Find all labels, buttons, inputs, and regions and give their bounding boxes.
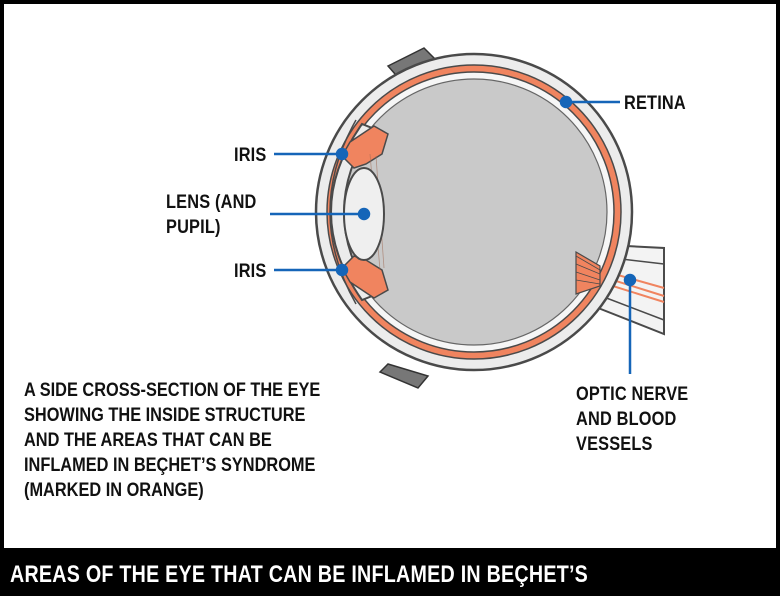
label-retina: RETINA [624,93,686,114]
footer-title: AREAS OF THE EYE THAT CAN BE INFLAMED IN… [10,561,589,588]
pointer-lines [270,95,637,374]
diagram-panel: RETINA IRIS LENS (AND PUPIL) IRIS OPTIC … [4,4,776,548]
label-lens: LENS (AND PUPIL) [166,192,257,238]
footer-banner: AREAS OF THE EYE THAT CAN BE INFLAMED IN… [0,550,780,596]
iris-ciliary-top [341,125,389,169]
label-optic-nerve: OPTIC NERVE AND BLOOD VESSELS [576,384,689,455]
label-iris-bottom: IRIS [234,261,267,282]
lower-eyelid [378,363,430,389]
caption: A SIDE CROSS-SECTION OF THE EYE SHOWING … [24,380,321,501]
label-iris-top: IRIS [234,145,267,166]
cornea [330,122,374,302]
eye-cross-section [270,47,665,389]
